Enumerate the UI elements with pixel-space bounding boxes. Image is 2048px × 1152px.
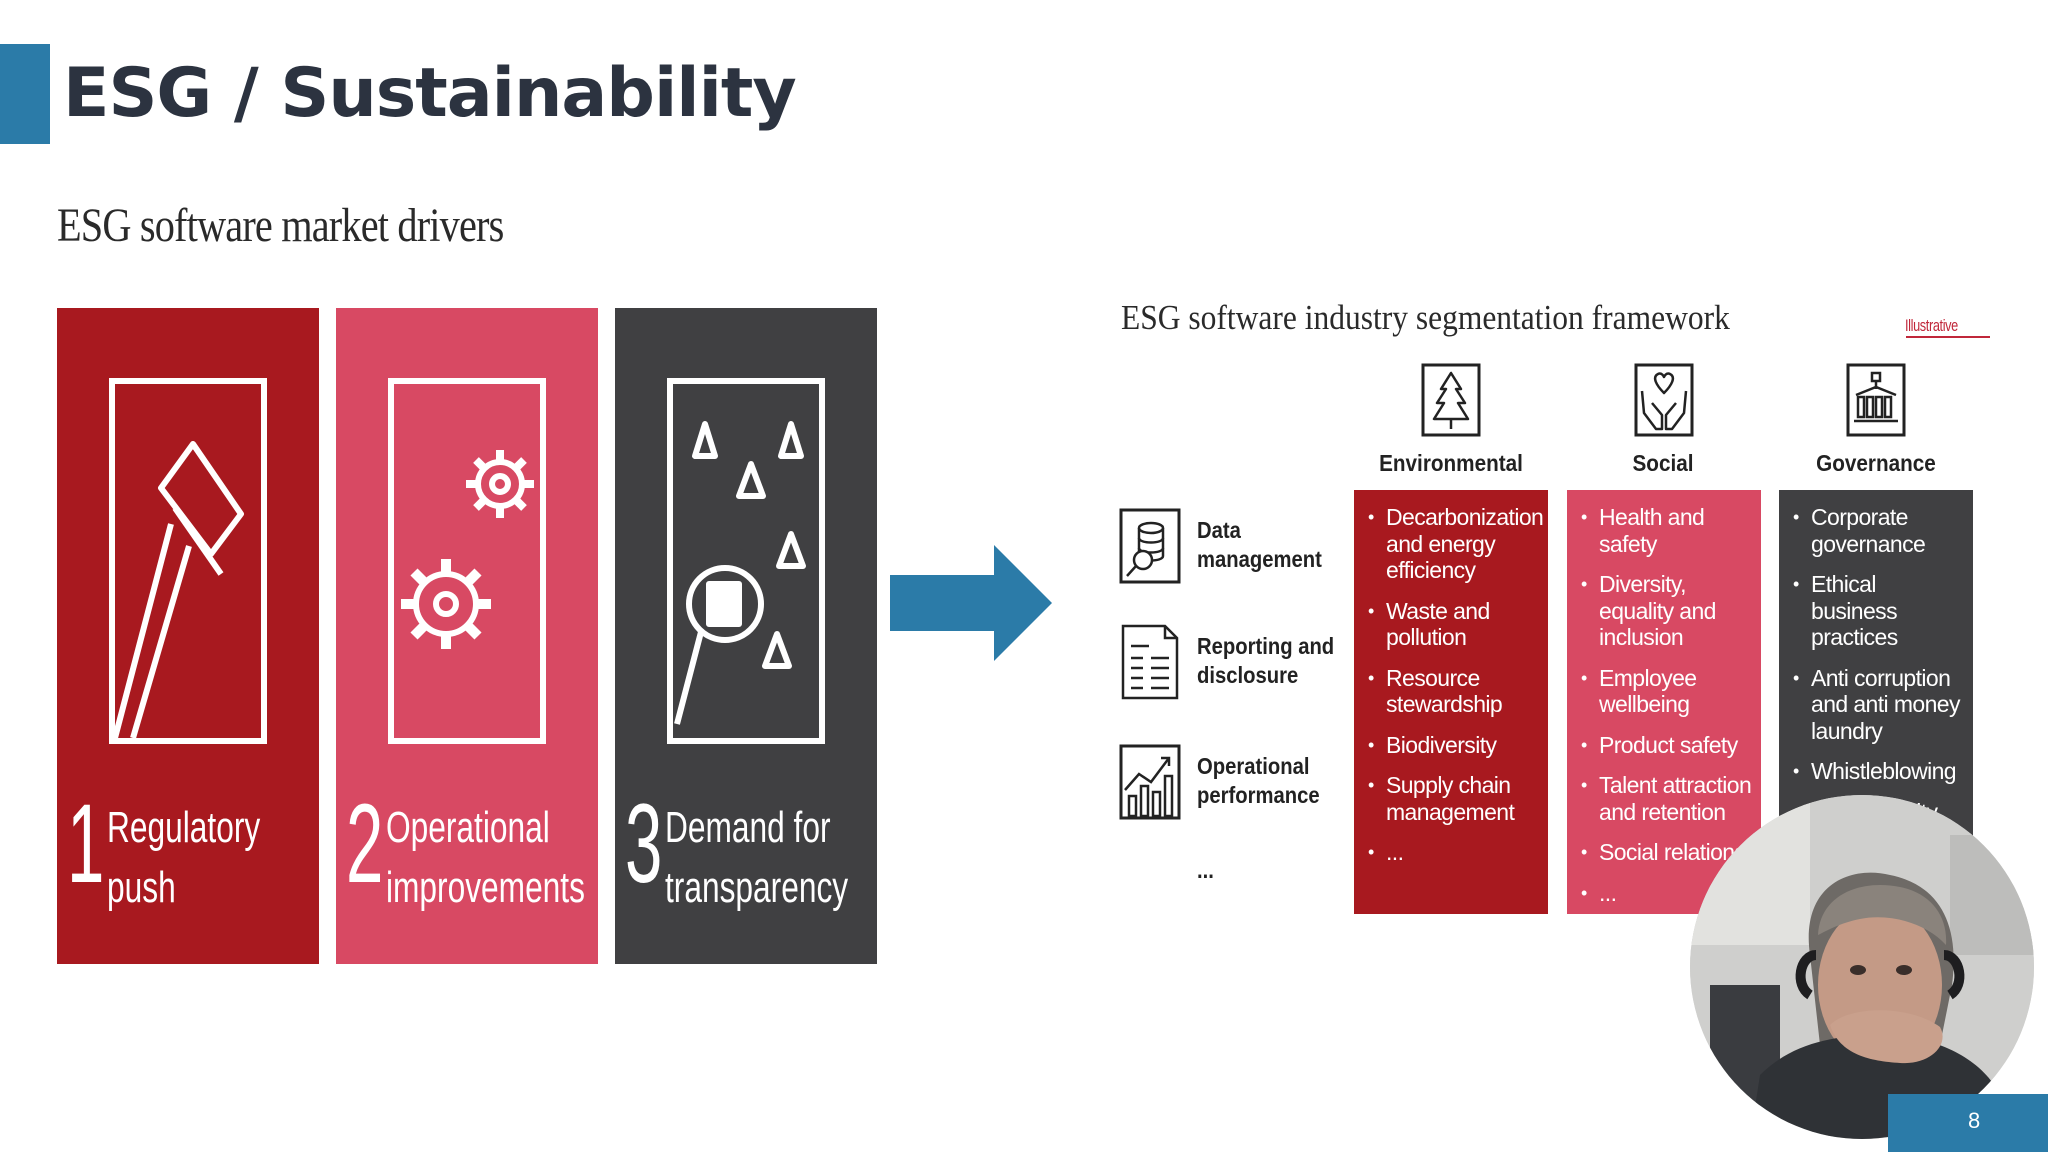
list-item: Social relations	[1581, 839, 1753, 866]
driver-label-line1: Operational	[386, 803, 550, 852]
driver-label-line1: Regulatory	[107, 803, 261, 852]
column-title-governance: Governance	[1816, 450, 1936, 476]
driver-label-line1: Demand for	[665, 803, 831, 852]
list-item: ...	[1368, 839, 1540, 866]
page-title: ESG / Sustainability	[63, 54, 797, 133]
driver-tile-operational: 2 Operational improvements	[336, 308, 598, 964]
row-label-line2: disclosure	[1197, 662, 1299, 688]
row-label-line2: management	[1197, 546, 1322, 572]
webcam-overlay	[1690, 795, 2034, 1139]
driver-label-line2: improvements	[386, 863, 585, 912]
tree-icon	[1421, 363, 1481, 437]
list-item: Biodiversity	[1368, 732, 1540, 759]
driver-label: Demand for transparency	[665, 798, 848, 918]
list-item: Product safety	[1581, 732, 1753, 759]
drivers-heading: ESG software market drivers	[57, 199, 504, 252]
row-label-operational: Operational performance	[1197, 752, 1320, 810]
gears-icon	[401, 450, 534, 649]
arrow-right-icon	[890, 545, 1052, 661]
report-icon	[1121, 624, 1179, 700]
column-title-social: Social	[1632, 450, 1694, 476]
driver-number: 3	[625, 781, 663, 906]
building-icon	[1846, 363, 1906, 437]
driver-label: Operational improvements	[386, 798, 585, 918]
column-box-social: Health and safety Diversity, equality an…	[1567, 490, 1761, 914]
presenter-video	[1690, 795, 2034, 1139]
list-item: Anti corruption and anti money laundry	[1793, 665, 1965, 745]
driver-number: 1	[67, 781, 105, 906]
illustrative-underline	[1906, 336, 1990, 338]
list-item: Whistleblowing	[1793, 758, 1965, 785]
row-label-data-management: Data management	[1197, 516, 1322, 574]
list-item: Ethical business practices	[1793, 571, 1965, 651]
list-item: Diversity, equality and inclusion	[1581, 571, 1753, 651]
driver-label-line2: push	[107, 863, 176, 912]
column-box-environmental: Decarbonization and energy efficiency Wa…	[1354, 490, 1548, 914]
list-item: Health and safety	[1581, 504, 1753, 557]
tile-frame	[667, 378, 825, 744]
title-accent-bar	[0, 44, 50, 144]
list-item: Talent attraction and retention	[1581, 772, 1753, 825]
tile-frame	[109, 378, 267, 744]
row-label-line1: ...	[1197, 857, 1214, 883]
list-item: ...	[1581, 880, 1753, 907]
driver-number: 2	[346, 781, 384, 906]
driver-label-line2: transparency	[665, 863, 849, 912]
row-label-line2: performance	[1197, 782, 1320, 808]
page-number: 8	[1968, 1108, 1981, 1133]
growth-chart-icon	[1119, 744, 1181, 820]
driver-tile-transparency: 3 Demand for transparency	[615, 308, 877, 964]
hammer-icon	[115, 441, 244, 738]
illustrative-tag: Illustrative	[1905, 316, 1958, 335]
row-label-reporting: Reporting and disclosure	[1197, 632, 1334, 690]
magnifier-icon	[674, 421, 806, 725]
list-item: Corporate governance	[1793, 504, 1965, 557]
row-label-line1: Operational	[1197, 753, 1310, 779]
hands-heart-icon	[1634, 363, 1694, 437]
tile-frame	[388, 378, 546, 744]
row-label-line1: Data	[1197, 517, 1241, 543]
list-item: Resource stewardship	[1368, 665, 1540, 718]
row-label-more: ...	[1197, 856, 1214, 885]
framework-heading: ESG software industry segmentation frame…	[1121, 298, 1730, 337]
row-label-line1: Reporting and	[1197, 633, 1335, 659]
driver-label: Regulatory push	[107, 798, 260, 918]
list-item: Decarbonization and energy efficiency	[1368, 504, 1544, 584]
column-title-environmental: Environmental	[1379, 450, 1523, 476]
driver-tile-regulatory: 1 Regulatory push	[57, 308, 319, 964]
page-number-box	[1888, 1094, 2048, 1152]
list-item: Waste and pollution	[1368, 598, 1540, 651]
list-item: Employee wellbeing	[1581, 665, 1753, 718]
list-item: Supply chain management	[1368, 772, 1540, 825]
database-icon	[1119, 508, 1181, 584]
